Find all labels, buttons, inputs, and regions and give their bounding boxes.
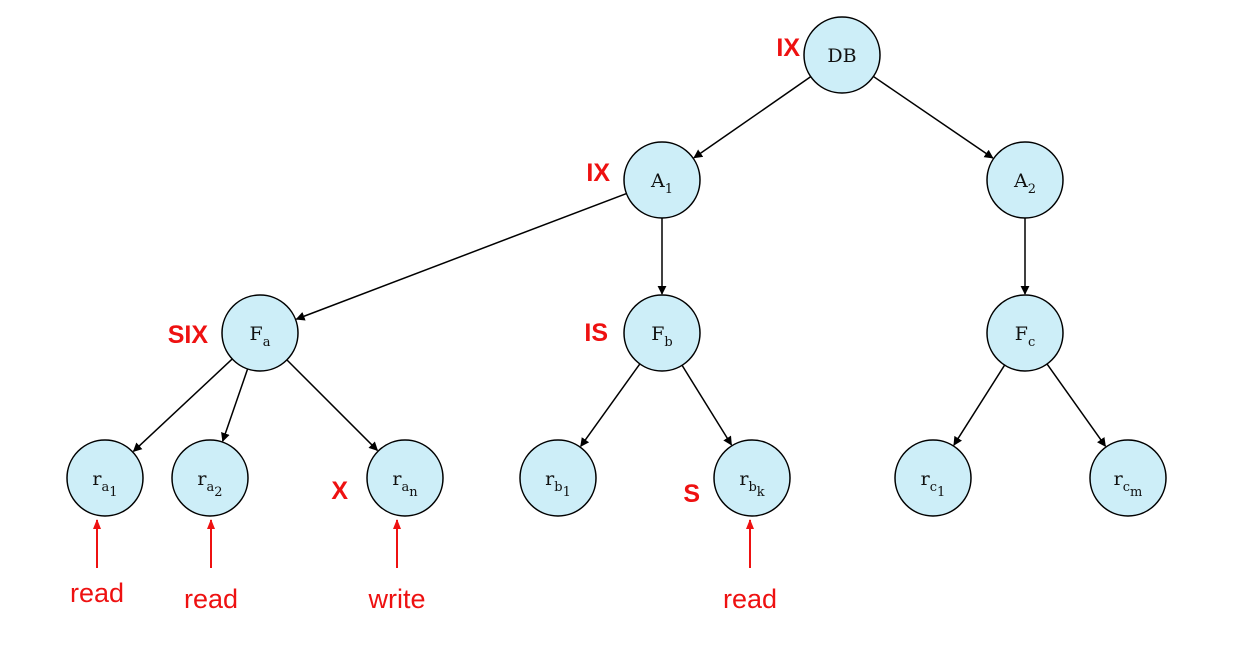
node-label: ra2 xyxy=(197,468,222,500)
node-label: rbk xyxy=(739,468,764,500)
edge-A1-to-Fa xyxy=(295,192,627,321)
lock-mode-label-Fa: SIX xyxy=(168,321,209,349)
node-label: rb1 xyxy=(545,468,571,500)
node-Fc: Fc xyxy=(986,294,1064,372)
operation-label-ra1: read xyxy=(70,578,124,608)
node-circle xyxy=(803,16,881,94)
edge-DB-to-A2 xyxy=(872,75,994,159)
node-label: DB xyxy=(827,45,856,67)
operation-label-ran: write xyxy=(367,584,425,614)
node-circle xyxy=(986,294,1064,372)
node-label: ra1 xyxy=(92,468,117,500)
node-Fa: Fa xyxy=(221,294,299,372)
node-label: Fa xyxy=(250,323,271,350)
node-circle xyxy=(519,439,597,517)
node-rcm: rcm xyxy=(1089,439,1167,517)
node-circle xyxy=(1089,439,1167,517)
node-Fb: Fb xyxy=(623,294,701,372)
node-DB: DB xyxy=(803,16,881,94)
lock-mode-label-Fb: IS xyxy=(584,319,608,347)
node-label: rcm xyxy=(1114,468,1143,500)
node-circle xyxy=(366,439,444,517)
lock-mode-label-DB: IX xyxy=(776,34,800,62)
node-A1: A1 xyxy=(623,141,701,219)
node-ra2: ra2 xyxy=(171,439,249,517)
edge-Fc-to-rcm xyxy=(1046,363,1107,447)
node-ran: ran xyxy=(366,439,444,517)
node-circle xyxy=(66,439,144,517)
node-ra1: ra1 xyxy=(66,439,144,517)
node-circle xyxy=(986,141,1064,219)
edge-Fc-to-rc1 xyxy=(953,364,1006,446)
node-circle xyxy=(713,439,791,517)
node-label: A1 xyxy=(650,170,673,197)
edge-Fa-to-ran xyxy=(286,359,379,452)
node-rbk: rbk xyxy=(713,439,791,517)
edge-DB-to-A1 xyxy=(693,76,812,159)
node-circle xyxy=(221,294,299,372)
edge-Fa-to-ra1 xyxy=(132,358,233,452)
node-A2: A2 xyxy=(986,141,1064,219)
node-label: rc1 xyxy=(921,468,946,500)
operations-layer: read read write read xyxy=(70,519,777,614)
edge-Fb-to-rbk xyxy=(681,364,733,446)
node-label: Fb xyxy=(651,323,673,350)
node-circle xyxy=(894,439,972,517)
node-label: Fc xyxy=(1015,323,1035,350)
edges-layer xyxy=(132,75,1107,452)
edge-Fa-to-ra2 xyxy=(221,368,249,442)
node-circle xyxy=(171,439,249,517)
node-rb1: rb1 xyxy=(519,439,597,517)
lock-mode-label-rbk: S xyxy=(683,480,700,508)
lock-mode-label-A1: IX xyxy=(586,159,610,187)
node-label: A2 xyxy=(1013,170,1036,197)
node-rc1: rc1 xyxy=(894,439,972,517)
node-circle xyxy=(623,141,701,219)
node-label: ran xyxy=(392,468,418,500)
lock-mode-label-ran: X xyxy=(331,477,348,505)
node-circle xyxy=(623,294,701,372)
operation-label-rbk: read xyxy=(723,584,777,614)
operation-label-ra2: read xyxy=(184,584,238,614)
edge-Fb-to-rb1 xyxy=(580,363,641,448)
